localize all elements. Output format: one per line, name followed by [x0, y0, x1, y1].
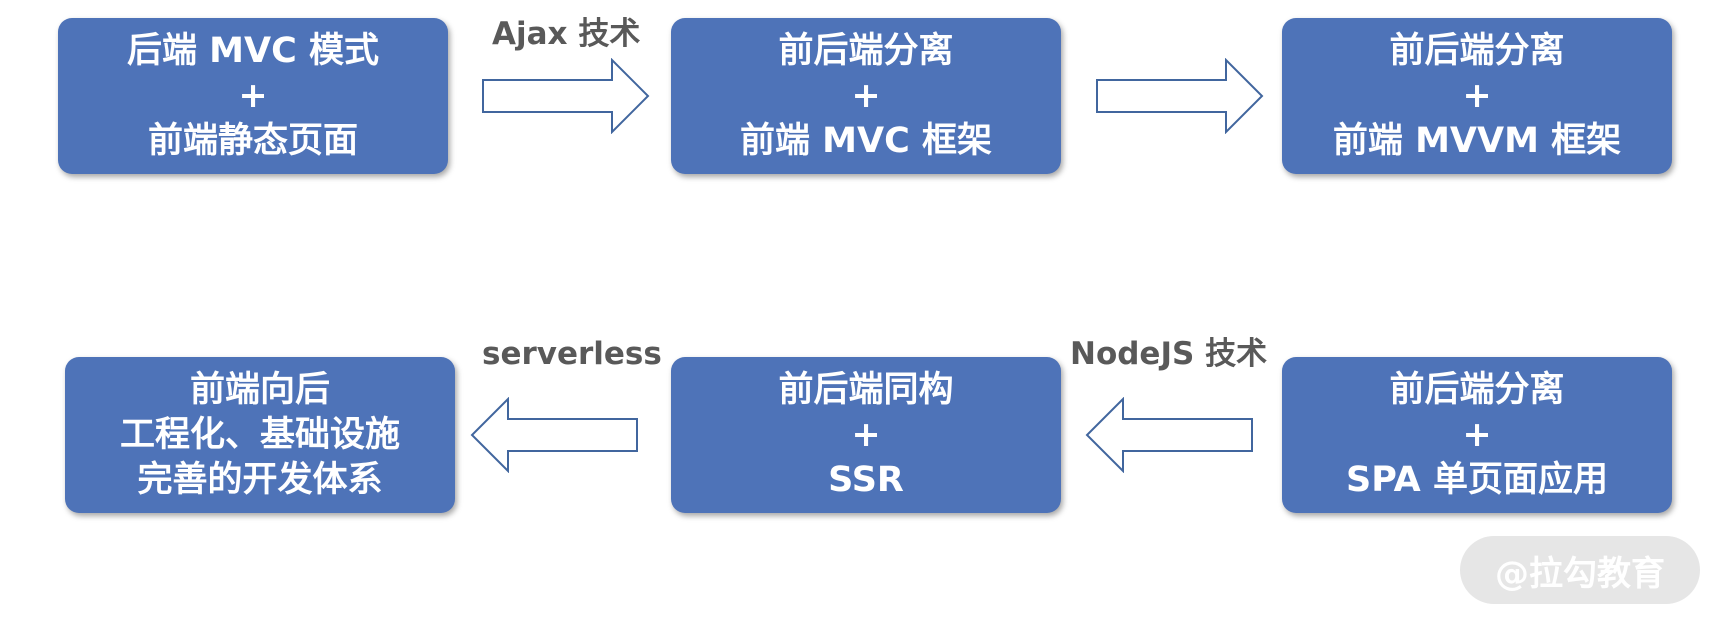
node-text-line: 后端 MVC 模式	[127, 30, 379, 71]
node-text-line: SSR	[828, 459, 904, 500]
arrow-right-icon	[482, 58, 650, 134]
node-text-line: 前端向后	[189, 369, 330, 410]
node-text-line: +	[851, 75, 881, 116]
node-text-line: +	[238, 75, 268, 116]
arrow-left-icon	[470, 397, 638, 473]
edge-label-serverless: serverless	[482, 336, 662, 372]
node-text-line: +	[1462, 414, 1492, 455]
node-backend-mvc: 后端 MVC 模式 + 前端静态页面	[58, 18, 448, 174]
arrow-right-icon	[1096, 58, 1264, 134]
node-text-line: +	[851, 414, 881, 455]
node-text-line: 前后端分离	[1389, 369, 1565, 410]
node-split-spa: 前后端分离 + SPA 单页面应用	[1282, 357, 1672, 513]
node-text-line: 前端静态页面	[147, 120, 358, 161]
edge-label-ajax: Ajax 技术	[492, 16, 641, 52]
node-text-line: 前后端同构	[778, 369, 954, 410]
edge-label-nodejs: NodeJS 技术	[1070, 336, 1268, 372]
node-isomorphic-ssr: 前后端同构 + SSR	[671, 357, 1061, 513]
node-text-line: 完善的开发体系	[137, 459, 383, 500]
arrow-left-icon	[1085, 397, 1253, 473]
node-split-mvc: 前后端分离 + 前端 MVC 框架	[671, 18, 1061, 174]
node-text-line: 前端 MVC 框架	[740, 120, 992, 161]
node-text-line: 前后端分离	[1389, 30, 1565, 71]
node-split-mvvm: 前后端分离 + 前端 MVVM 框架	[1282, 18, 1672, 174]
node-text-line: 前端 MVVM 框架	[1332, 120, 1622, 161]
node-text-line: 工程化、基础设施	[119, 414, 400, 455]
watermark-logo: @拉勾教育	[1460, 536, 1700, 604]
node-text-line: +	[1462, 75, 1492, 116]
node-text-line: SPA 单页面应用	[1346, 459, 1608, 500]
node-frontend-backward: 前端向后 工程化、基础设施 完善的开发体系	[65, 357, 455, 513]
node-text-line: 前后端分离	[778, 30, 954, 71]
